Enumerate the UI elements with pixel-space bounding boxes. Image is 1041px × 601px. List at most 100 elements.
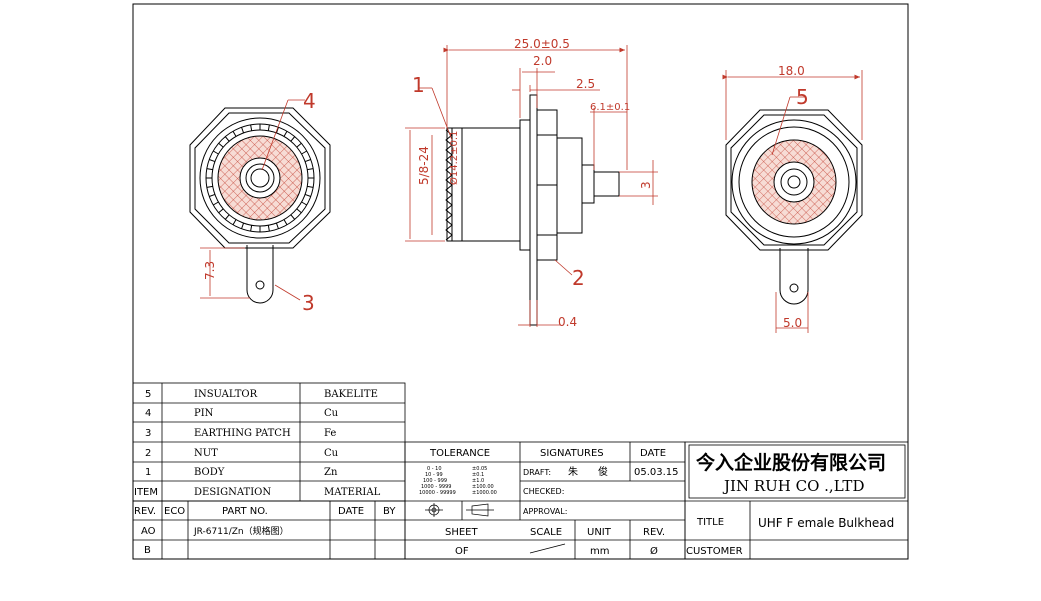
dim-5-0-label: 5.0 [783,316,802,330]
dims-rear [722,70,863,333]
draft-name: 朱 俊 [568,465,608,478]
draft-label: DRAFT: [523,468,551,477]
serration-tick [250,124,253,131]
thread-zigzag [445,129,453,241]
balloon-1: 1 [412,73,425,97]
svg-text:BAKELITE: BAKELITE [324,389,378,400]
svg-text:1000 - 9999: 1000 - 9999 [421,484,451,490]
rear-view [725,109,863,305]
svg-text:10 - 99: 10 - 99 [425,472,443,478]
dim-2-0-label: 2.0 [533,54,552,68]
side-view [446,94,620,326]
serration-tick [296,142,302,148]
scale-label: SCALE [530,527,562,538]
serration-tick [209,159,216,163]
svg-text:±1000.00: ±1000.00 [472,490,497,496]
dim-7-3-label: 7.3 [203,261,217,280]
company-name-en: JIN RUH CO .,LTD [722,477,864,495]
svg-text:5: 5 [145,389,151,400]
svg-text:100 - 999: 100 - 999 [423,478,447,484]
serration-tick [218,208,224,214]
serration-tick [267,124,270,131]
projection-symbol-icon [425,503,494,517]
svg-text:EARTHING PATCH: EARTHING PATCH [194,428,291,439]
title-value: UHF F emale Bulkhead [758,516,894,530]
title-grid [404,441,909,560]
svg-text:BODY: BODY [194,467,225,478]
serration-tick [307,168,314,171]
date-label: DATE [640,448,666,459]
svg-text:2: 2 [145,448,151,459]
svg-text:Fe: Fe [324,428,336,439]
svg-text:1: 1 [145,467,151,478]
serration-tick [224,214,230,220]
unit-value: mm [590,546,609,557]
svg-text:PART NO.: PART NO. [222,506,268,517]
svg-text:JR-6711/Zn（规格图）: JR-6711/Zn（规格图） [193,525,289,537]
serration-tick [209,193,216,197]
dim-6-1-label: 6.1±0.1 [590,102,630,113]
serration-tick [304,193,311,197]
revision-row-ao: AO JR-6711/Zn（规格图） [141,525,289,537]
bom-row-3: 3 EARTHING PATCH Fe [145,428,336,439]
svg-text:Zn: Zn [324,467,338,478]
serration-tick [212,201,219,206]
dims-side [405,45,658,327]
svg-text:0 - 10: 0 - 10 [427,466,442,472]
dim-3-label: 3 [639,181,653,189]
serration-tick [283,130,288,137]
tolerance-label: TOLERANCE [429,448,490,459]
svg-text:BY: BY [383,506,396,517]
dim-18-label: 18.0 [778,64,805,78]
serration-tick [232,219,237,226]
front-view [189,107,331,304]
serration-tick [283,219,288,226]
dim-0-4-label: 0.4 [558,315,577,329]
svg-text:ECO: ECO [164,506,185,517]
bom-row-2: 2 NUT Cu [145,448,339,459]
serration-tick [224,136,230,142]
sheet-value: OF [455,546,469,557]
svg-text:INSUALTOR: INSUALTOR [194,389,258,400]
serration-tick [301,201,308,206]
svg-text:NUT: NUT [194,448,218,459]
company-name-cn: 今入企业股份有限公司 [695,451,886,474]
scale-slash [529,543,566,554]
svg-text:ITEM: ITEM [134,487,158,498]
serration-tick [206,168,213,171]
bom-header: ITEM DESIGNATION MATERIAL [134,487,381,498]
svg-text:Cu: Cu [324,408,339,419]
serration-tick [290,214,296,220]
sheet-label: SHEET [445,527,479,538]
rev-value: Ø [650,545,658,557]
svg-text:DATE: DATE [338,506,364,517]
leader-3 [274,284,301,301]
svg-text:±1.0: ±1.0 [472,478,484,484]
balloon-5: 5 [796,85,809,109]
customer-label: CUSTOMER [686,546,743,557]
svg-text:±100.00: ±100.00 [472,484,494,490]
dim-tab-height [200,247,250,299]
serration-tick [307,185,314,188]
serration-tick [296,208,302,214]
serration-tick [232,130,237,137]
svg-text:MATERIAL: MATERIAL [324,487,381,498]
leaders-side [418,87,573,276]
signatures-label: SIGNATURES [540,448,604,459]
svg-text:10000 - 99999: 10000 - 99999 [419,490,456,496]
dim-2-5-label: 2.5 [576,77,595,91]
svg-text:3: 3 [145,428,151,439]
svg-text:±0.1: ±0.1 [472,472,484,478]
approval-label: APPROVAL: [523,507,567,516]
revision-row-b: B [144,545,151,556]
serration-tick [304,159,311,163]
serration-tick [250,225,253,232]
serration-tick [290,136,296,142]
drawing-border [132,3,909,560]
serration-tick [301,150,308,155]
leader-4 [261,99,305,171]
serration-tick [212,150,219,155]
svg-text:B: B [144,545,151,556]
